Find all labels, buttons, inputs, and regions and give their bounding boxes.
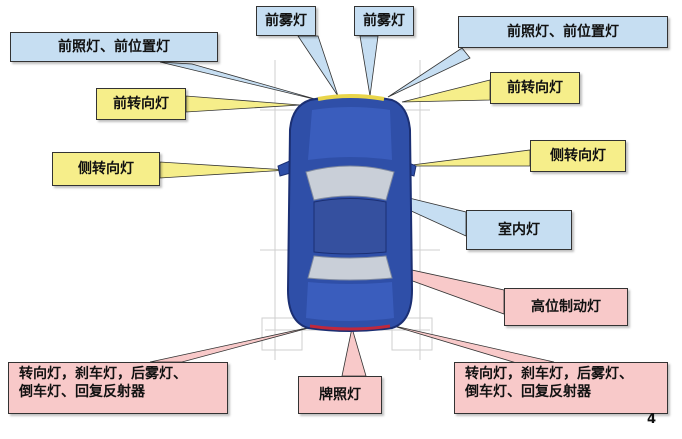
callout-top-fog-right: 前雾灯	[354, 6, 414, 36]
car-top-view	[277, 94, 417, 332]
callout-rear-right: 转向灯，刹车灯，后雾灯、 倒车灯、回复反射器	[454, 362, 668, 414]
page-number: 4	[646, 412, 656, 427]
callout-top-fog-left: 前雾灯	[256, 6, 316, 36]
callout-high-brake-light: 高位制动灯	[504, 288, 628, 326]
callout-front-turn-right: 前转向灯	[490, 72, 580, 104]
callout-interior-light: 室内灯	[466, 210, 572, 250]
rear-right-line-1: 转向灯，刹车灯，后雾灯、	[465, 366, 633, 382]
rear-window	[307, 255, 393, 281]
callout-side-turn-right: 侧转向灯	[530, 140, 626, 172]
windshield	[305, 165, 395, 201]
trunk	[306, 282, 394, 321]
car-hood	[308, 107, 392, 160]
rear-left-line-1: 转向灯，刹车灯，后雾灯、	[19, 366, 187, 382]
callout-rear-left: 转向灯，刹车灯，后雾灯、 倒车灯、回复反射器	[8, 362, 228, 414]
front-light-strip	[317, 94, 385, 101]
callout-plate-light: 牌照灯	[298, 376, 382, 414]
callout-headlamp-left: 前照灯、前位置灯	[10, 32, 218, 62]
rear-left-line-2: 倒车灯、回复反射器	[19, 384, 145, 400]
callout-front-turn-left: 前转向灯	[96, 88, 186, 120]
rear-light-strip	[309, 324, 391, 331]
callout-headlamp-right: 前照灯、前位置灯	[458, 16, 668, 48]
rear-right-line-2: 倒车灯、回复反射器	[465, 384, 591, 400]
callout-side-turn-left: 侧转向灯	[52, 152, 160, 186]
roof	[313, 198, 387, 255]
